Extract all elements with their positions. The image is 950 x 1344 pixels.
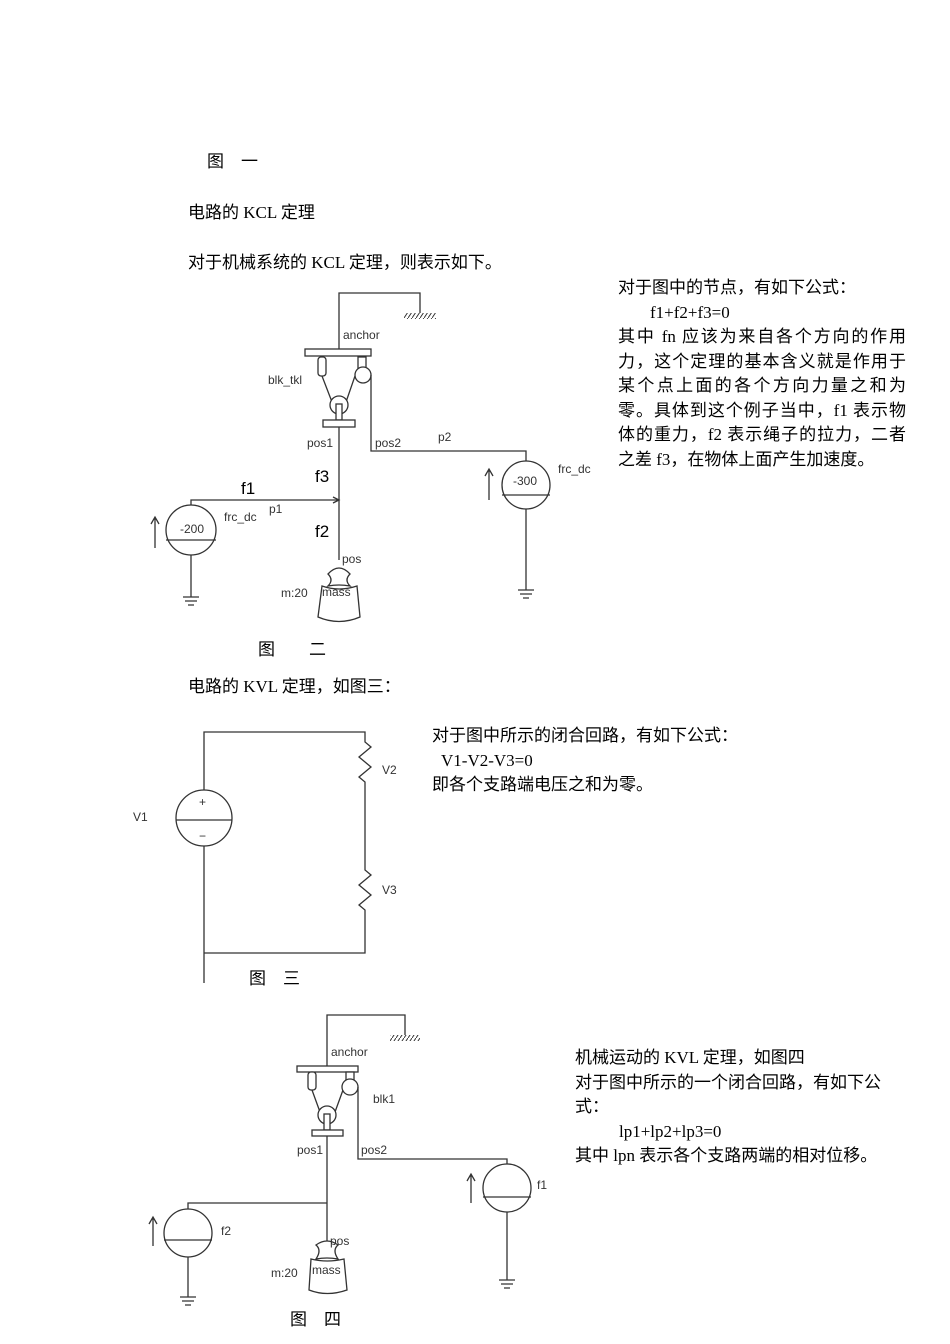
figure-3-circuit: + − V1 V2 V3	[133, 731, 397, 983]
figure-4-caption: 图 四	[290, 1310, 341, 1329]
value-src-left: -200	[180, 522, 204, 536]
label-pos1: pos1	[297, 1143, 323, 1157]
label-pos: pos	[342, 552, 361, 566]
label-anchor: anchor	[343, 328, 380, 342]
figure-3-caption: 图 三	[249, 969, 300, 988]
kcl-body: 其中 fn 应该为来自各个方向的作用力，这个定理的基本含义就是作用于某个点上面的…	[618, 327, 906, 469]
heading-kcl-mech: 对于机械系统的 KCL 定理，则表示如下。	[188, 253, 502, 272]
label-f2: f2	[221, 1224, 231, 1238]
fixed-ground-icon	[404, 313, 436, 319]
mech-kvl-intro: 对于图中所示的一个闭合回路，有如下公式：	[575, 1072, 881, 1117]
label-blk: blk_tkl	[268, 373, 302, 387]
label-p1: p1	[269, 502, 283, 516]
label-pos1: pos1	[307, 436, 333, 450]
arrow-up-icon	[484, 467, 494, 500]
plus-sign: +	[199, 795, 206, 809]
arrow-up-icon	[466, 1172, 476, 1203]
kcl-intro: 对于图中的节点，有如下公式：	[618, 278, 856, 297]
figure-2-caption: 图 二	[258, 640, 326, 659]
arrow-up-icon	[150, 515, 160, 548]
label-f3: f3	[315, 467, 329, 486]
label-frc-dc-left: frc_dc	[224, 510, 257, 524]
mech-kvl-title: 机械运动的 KVL 定理，如图四	[575, 1048, 805, 1067]
label-pos2: pos2	[375, 436, 401, 450]
label-pos: pos	[330, 1234, 349, 1248]
value-src-right: -300	[513, 474, 537, 488]
figure-4-pulley-diagram: anchor blk1 pos1 pos2 f1 f2 pos mass m:2…	[148, 1014, 547, 1306]
kcl-formula: f1+f2+f3=0	[650, 302, 730, 322]
mass-weight-icon	[308, 1258, 348, 1295]
label-anchor: anchor	[331, 1045, 368, 1059]
label-pos2: pos2	[361, 1143, 387, 1157]
heading-kcl-circuit: 电路的 KCL 定理	[188, 203, 315, 222]
pulley-icon	[341, 1078, 359, 1096]
heading-kvl-circuit: 电路的 KVL 定理，如图三：	[188, 677, 401, 696]
label-f1: f1	[241, 479, 255, 498]
mass-hook-icon	[326, 567, 352, 588]
mass-hook-icon	[314, 1240, 340, 1260]
figure-2-pulley-diagram: anchor blk_tkl pos1 pos2 p2 p1 f1 f3 f2 …	[150, 292, 591, 623]
arrow-up-icon	[148, 1215, 158, 1246]
kcl-explanation: 对于图中的节点，有如下公式： f1+f2+f3=0 其中 fn 应该为来自各个方…	[618, 276, 906, 472]
voltage-source	[175, 789, 233, 847]
label-v2: V2	[382, 763, 397, 777]
mass-weight-icon	[317, 585, 361, 623]
mech-kvl-body: 其中 lpn 表示各个支路两端的相对位移。	[575, 1146, 878, 1165]
mech-kvl-formula: lp1+lp2+lp3=0	[619, 1121, 722, 1141]
kvl-formula: V1-V2-V3=0	[441, 750, 533, 770]
label-m: m:20	[281, 586, 308, 600]
kvl-intro: 对于图中所示的闭合回路，有如下公式：	[432, 726, 738, 745]
label-p2: p2	[438, 430, 452, 444]
label-frc-dc-right: frc_dc	[558, 462, 591, 476]
label-blk: blk1	[373, 1092, 395, 1106]
label-mass: mass	[322, 585, 351, 599]
pulley-icon	[354, 366, 372, 384]
label-f2: f2	[315, 522, 329, 541]
force-source-f2	[163, 1208, 213, 1258]
minus-sign: −	[199, 829, 206, 843]
figure-1-caption: 图 一	[207, 152, 258, 171]
label-v1: V1	[133, 810, 148, 824]
force-source-f1	[482, 1163, 532, 1213]
fixed-ground-icon	[390, 1035, 420, 1041]
label-v3: V3	[382, 883, 397, 897]
label-f1: f1	[537, 1178, 547, 1192]
label-mass: mass	[312, 1263, 341, 1277]
kvl-explanation: 对于图中所示的闭合回路，有如下公式： V1-V2-V3=0 即各个支路端电压之和…	[432, 724, 792, 798]
kvl-body: 即各个支路端电压之和为零。	[432, 775, 653, 794]
mech-kvl-explanation: 机械运动的 KVL 定理，如图四 对于图中所示的一个闭合回路，有如下公式： lp…	[575, 1046, 910, 1169]
label-m: m:20	[271, 1266, 298, 1280]
